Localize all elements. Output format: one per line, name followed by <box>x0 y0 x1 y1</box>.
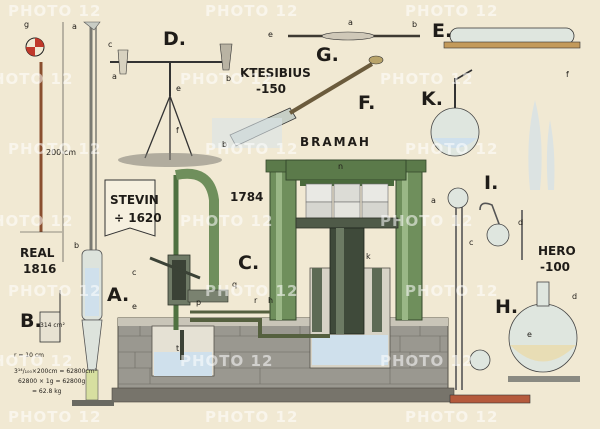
figure-letter-c: C. <box>238 252 260 274</box>
figure-letter-k: K. <box>421 88 443 110</box>
circle-label: 314 cm² <box>40 322 65 329</box>
part-letter: e <box>268 30 273 39</box>
part-letter: e <box>176 84 181 93</box>
hero-label: HERO <box>538 244 576 258</box>
part-letter: d <box>518 218 524 227</box>
ktesibius-label: KTESIBIUS <box>240 66 311 80</box>
balance-stand <box>110 43 233 167</box>
formula-line-2: 62800 × 1g = 62800g <box>18 378 86 385</box>
figure-letter-i: I. <box>484 172 499 194</box>
ktesibius-year: -150 <box>256 82 287 96</box>
part-letter: d <box>572 292 578 301</box>
formula-line-3: = 62.8 kg <box>32 388 62 395</box>
figure-letter-h: H. <box>495 296 519 318</box>
part-letter: a <box>72 22 77 31</box>
part-letter: k <box>366 252 371 261</box>
part-letter: b <box>74 241 80 250</box>
stevin-year: ÷ 1620 <box>114 211 162 225</box>
bramah-press <box>265 159 427 335</box>
stevin-vessel <box>39 290 61 343</box>
formula-line-1: 3¹⁴/₁₀₀×200cm = 62800cm³ <box>14 368 97 375</box>
part-letter: e <box>132 302 137 311</box>
bramah-year: 1784 <box>230 190 264 204</box>
part-letter: b <box>226 74 232 83</box>
part-letter: a <box>348 18 353 27</box>
figure-letter-g: G. <box>316 44 339 66</box>
part-letter: a <box>112 72 117 81</box>
stevin-label: STEVIN <box>110 193 159 207</box>
u-tube <box>447 187 531 404</box>
part-letter: g <box>24 20 30 29</box>
part-letter: b <box>412 20 418 29</box>
figure-letter-f: F. <box>358 92 376 114</box>
part-letter: a <box>431 196 436 205</box>
height-gauge <box>20 22 64 262</box>
small-syringe <box>288 31 420 41</box>
figure-letter-e: E. <box>432 20 453 42</box>
part-letter: c <box>469 238 474 247</box>
real-year: 1816 <box>23 262 57 276</box>
syringe <box>212 55 384 148</box>
part-letter: h <box>268 296 274 305</box>
hero-year: -100 <box>540 260 571 274</box>
bramah-label: BRAMAH <box>300 135 371 149</box>
figure-letter-a: A. <box>107 284 130 306</box>
part-letter: c <box>132 268 137 277</box>
real-column <box>72 21 114 406</box>
spirit-level <box>443 27 581 49</box>
force-pump <box>149 168 330 360</box>
height-label: 200 cm <box>46 148 77 157</box>
figure-letter-b: B. <box>20 310 42 332</box>
part-letter: r <box>254 296 258 305</box>
part-letter: n <box>338 162 344 171</box>
part-letter: t <box>176 344 180 353</box>
part-letter: f <box>566 70 569 79</box>
part-letter: f <box>176 126 179 135</box>
hero-vessel <box>508 281 580 382</box>
part-letter: c <box>108 40 113 49</box>
part-letter: e <box>527 330 532 339</box>
figure-letter-d: D. <box>163 28 186 50</box>
part-letter: q <box>232 280 238 289</box>
stevin-banner <box>104 179 156 237</box>
part-letter: b <box>222 140 228 149</box>
real-label: REAL <box>20 246 55 260</box>
radius-label: r = 10 cm <box>14 352 44 359</box>
fountain-jets <box>528 100 555 190</box>
hero-ball <box>430 69 480 157</box>
part-letter: p <box>196 298 202 307</box>
